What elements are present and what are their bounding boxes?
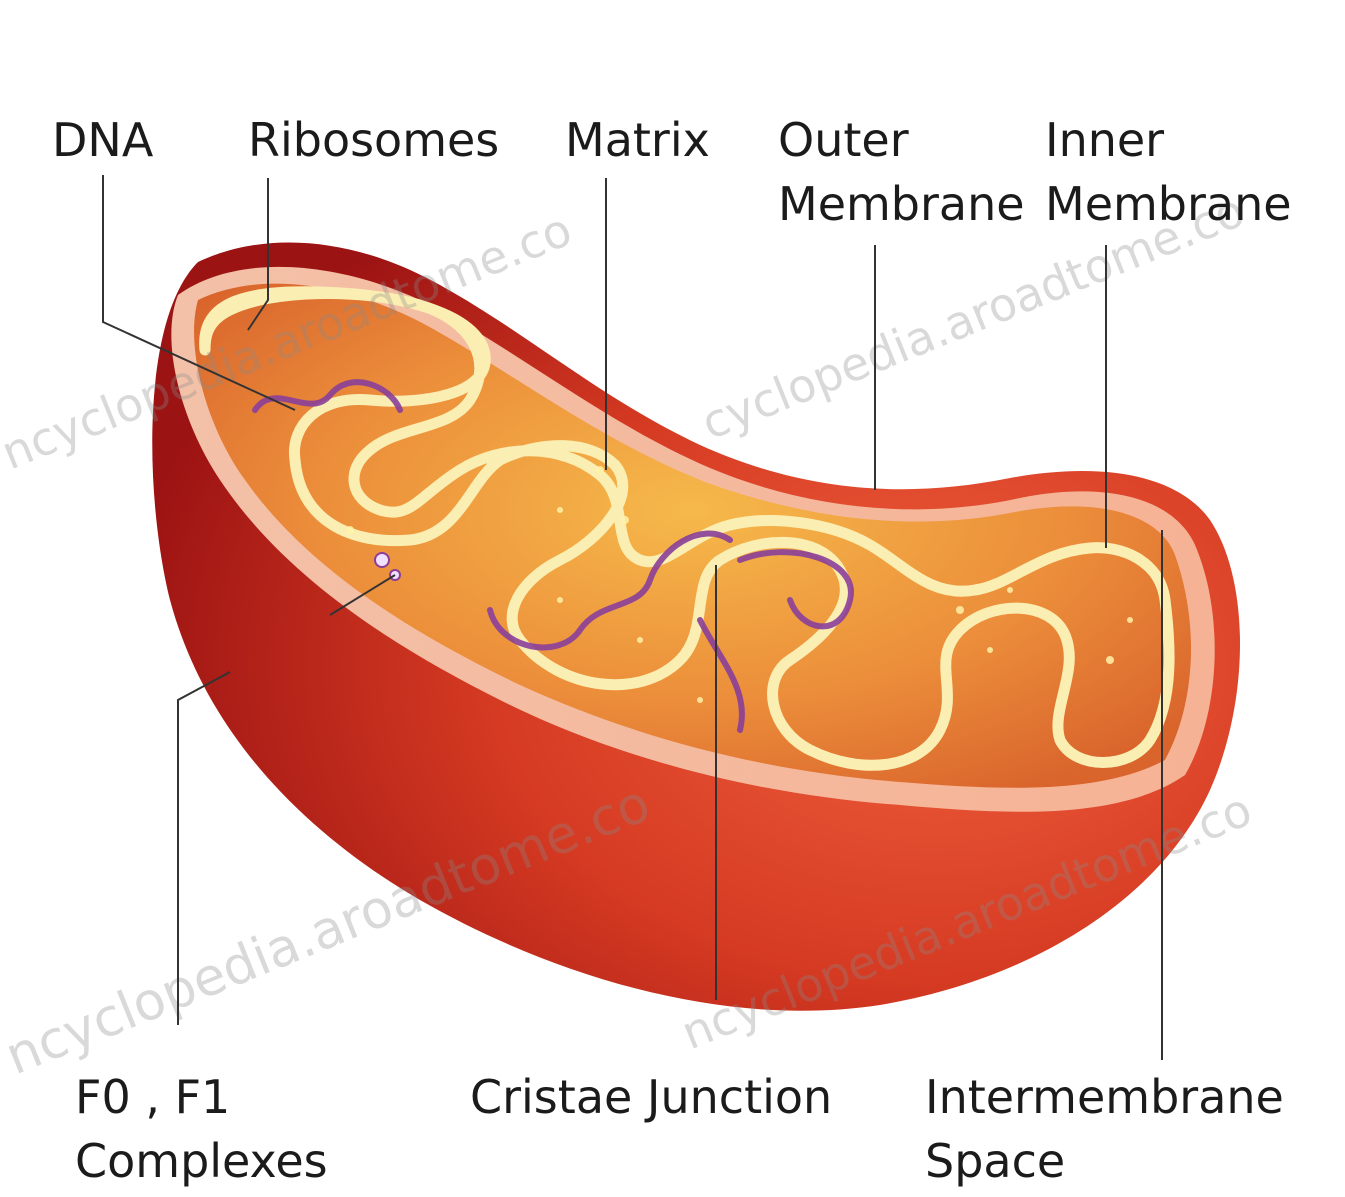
label-inner-membrane-line-1: Inner [1045,108,1292,172]
label-f0-f1-line-2: Complexes [75,1129,328,1193]
label-f0-f1-line-1: F0 , F1 [75,1065,328,1129]
label-cristae-junction: Cristae Junction [470,1065,832,1129]
label-outer-membrane: Outer Membrane [778,108,1025,236]
label-outer-membrane-line-1: Outer [778,108,1025,172]
label-inner-membrane-line-2: Membrane [1045,172,1292,236]
label-matrix: Matrix [565,108,710,172]
label-intermembrane-space-line-2: Space [925,1129,1284,1193]
label-matrix-line: Matrix [565,108,710,172]
label-cristae-junction-line: Cristae Junction [470,1065,832,1129]
label-ribosomes: Ribosomes [248,108,499,172]
label-dna: DNA [52,108,153,172]
label-dna-line: DNA [52,108,153,172]
label-f0-f1-complexes: F0 , F1 Complexes [75,1065,328,1193]
label-intermembrane-space-line-1: Intermembrane [925,1065,1284,1129]
label-inner-membrane: Inner Membrane [1045,108,1292,236]
label-outer-membrane-line-2: Membrane [778,172,1025,236]
label-ribosomes-line: Ribosomes [248,108,499,172]
label-intermembrane-space: Intermembrane Space [925,1065,1284,1193]
